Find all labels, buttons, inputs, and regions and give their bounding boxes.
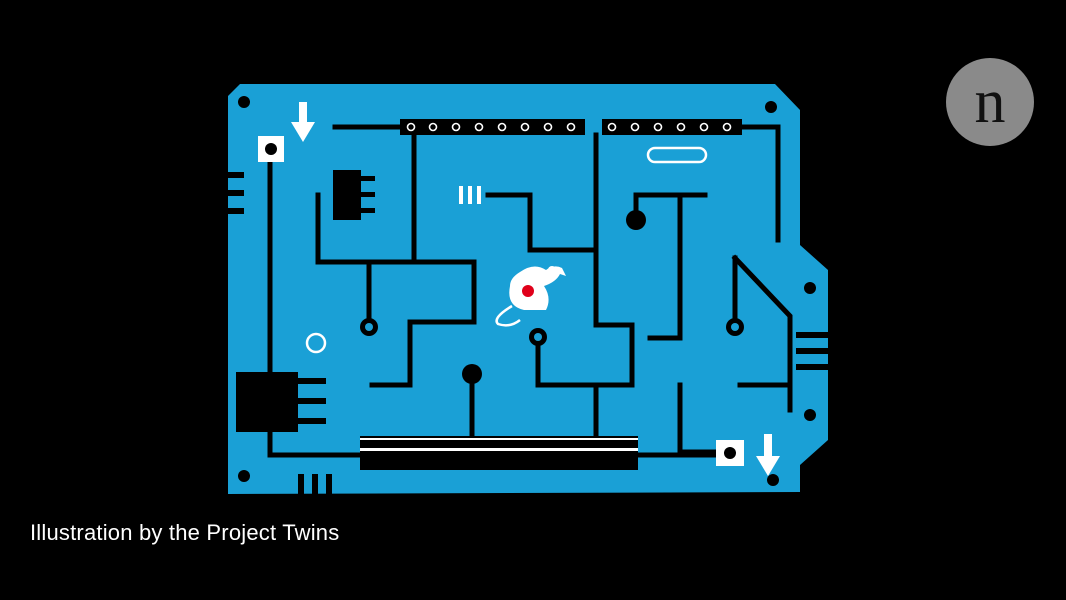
circuit-traces [267,124,793,458]
long-slot [360,436,638,470]
header-pin-strip [400,119,742,135]
logo-letter: n [975,68,1006,136]
right-edge-pins [796,332,830,370]
regulator-component [333,170,375,220]
crystal-oscillator [646,146,708,164]
image-caption: Illustration by the Project Twins [30,520,340,545]
publisher-logo: n [946,58,1034,146]
solder-pads [305,210,744,384]
rat-figure [495,266,566,327]
power-jack [236,372,326,432]
stripe-marks [459,186,481,204]
down-arrow-icon [756,434,780,476]
rat-eye-dot [522,285,534,297]
mounting-holes [238,96,816,486]
bottom-edge-pins [298,474,332,498]
left-edge-pins [218,172,244,214]
square-pads [258,136,744,466]
down-arrow-icon [291,102,315,142]
